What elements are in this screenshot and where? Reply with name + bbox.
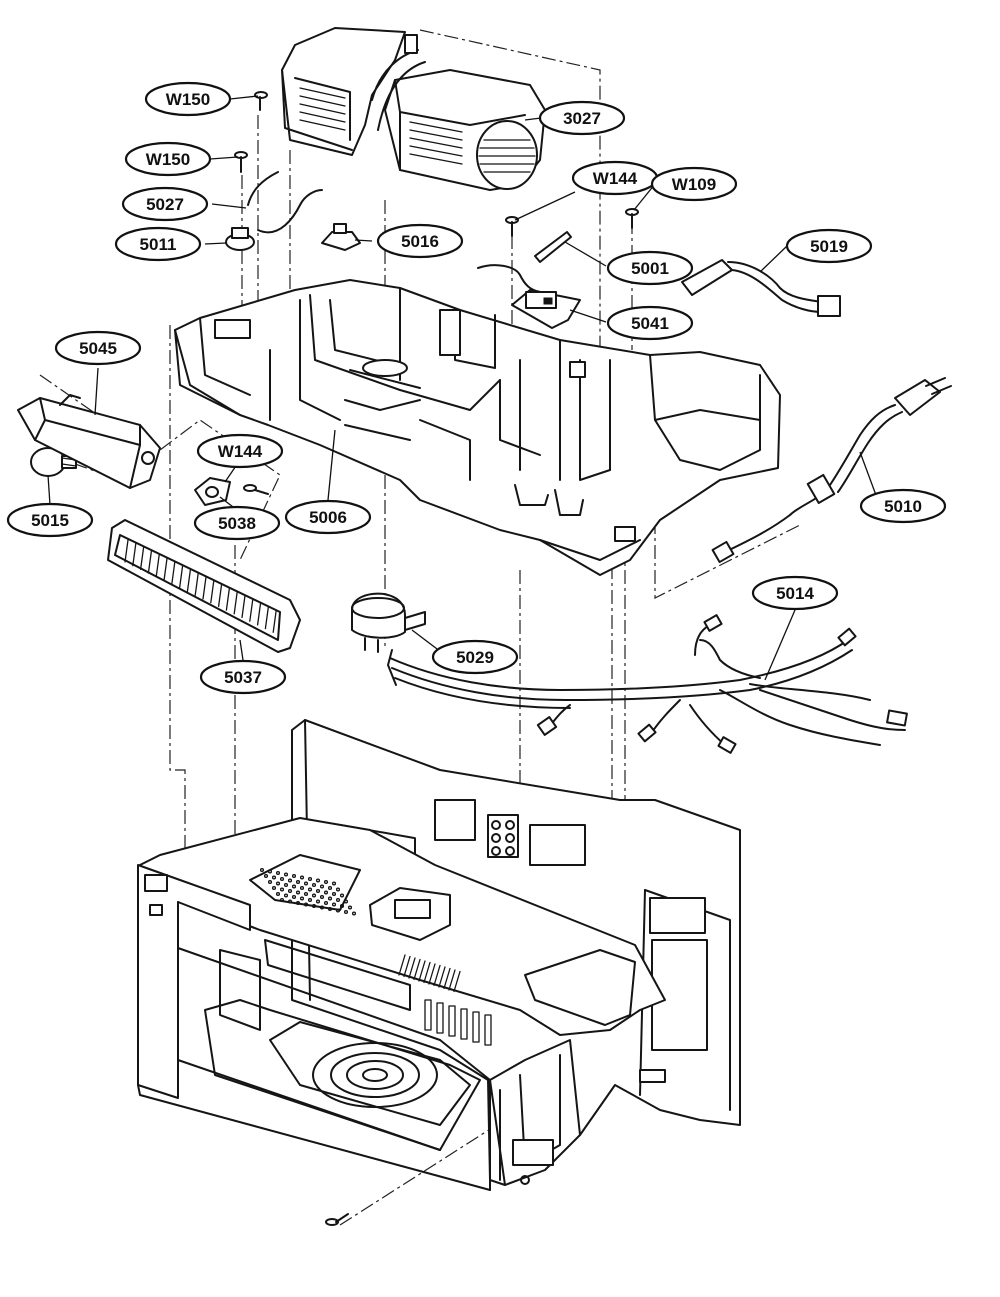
- part-callout-5038: 5038: [193, 505, 281, 541]
- callout-ellipse: [785, 228, 873, 264]
- connector-5019: [681, 259, 841, 317]
- callout-label: 5016: [401, 232, 439, 251]
- callout-ellipse: [859, 488, 947, 524]
- callout-label: 5019: [810, 237, 848, 256]
- callout-label: 5006: [309, 508, 347, 527]
- leader-lines: [47, 95, 881, 681]
- part-callout-w144a: W144: [571, 160, 659, 196]
- part-callout-5029: 5029: [431, 639, 519, 675]
- callout-label: 5015: [31, 511, 69, 530]
- callout-ellipse: [124, 141, 212, 177]
- small-components: [30, 171, 952, 653]
- callout-ellipse: [199, 659, 287, 695]
- callout-label: 5027: [146, 195, 184, 214]
- callout-ellipse: [606, 250, 694, 286]
- part-callout-5010: 5010: [859, 488, 947, 524]
- screw-bottom: [325, 1213, 349, 1226]
- part-callout-5001: 5001: [606, 250, 694, 286]
- callout-ellipse: [751, 575, 839, 611]
- callout-ellipse: [54, 330, 142, 366]
- lamp-socket-5038: [194, 477, 231, 506]
- screw-w144b: [243, 484, 269, 495]
- lamp-bulb-5015: [30, 447, 77, 477]
- callout-ellipse: [193, 505, 281, 541]
- callout-ellipse: [6, 502, 94, 538]
- screw-w109: [625, 208, 639, 229]
- part-callout-5016: 5016: [376, 223, 464, 259]
- base-plate-5006: [174, 279, 781, 576]
- part-callout-w150a: W150: [144, 81, 232, 117]
- callout-label: 3027: [563, 109, 601, 128]
- part-callout-w144b: W144: [196, 433, 284, 469]
- part-callout-5011: 5011: [114, 226, 202, 262]
- callout-label: 5038: [218, 514, 256, 533]
- callout-label: 5014: [776, 584, 814, 603]
- screws: [234, 91, 639, 1226]
- callout-label: 5041: [631, 314, 669, 333]
- screw-w150a: [254, 91, 268, 111]
- part-callout-5019: 5019: [785, 228, 873, 264]
- lamp-housing-5045: [17, 394, 161, 489]
- callout-ellipse: [538, 100, 626, 136]
- callout-label: 5001: [631, 259, 669, 278]
- callout-ellipse: [144, 81, 232, 117]
- callout-label: W144: [218, 442, 263, 461]
- power-cord-5010: [711, 377, 952, 564]
- part-callout-w150b: W150: [124, 141, 212, 177]
- wiring-harness-5014: [387, 614, 908, 754]
- callout-ellipse: [284, 499, 372, 535]
- callout-label: 5011: [140, 235, 177, 254]
- callout-ellipse: [376, 223, 464, 259]
- callout-label: W144: [593, 169, 638, 188]
- thermal-cutout-5011: [225, 227, 255, 251]
- callout-label: W150: [146, 150, 190, 169]
- louver-grille-5037: [107, 519, 301, 653]
- callout-label: 5029: [456, 648, 494, 667]
- callout-label: W150: [166, 90, 210, 109]
- callout-ellipse: [121, 186, 209, 222]
- callout-ellipse: [650, 166, 738, 202]
- screw-w150b: [234, 151, 248, 173]
- callout-label: W109: [672, 175, 716, 194]
- blower-fan-assembly: [281, 27, 546, 191]
- relay-board-5041: [477, 264, 581, 329]
- part-callout-5037: 5037: [199, 659, 287, 695]
- thermostat-5016: [321, 223, 361, 251]
- callout-ellipse: [431, 639, 519, 675]
- callout-ellipse: [196, 433, 284, 469]
- part-callout-5014: 5014: [751, 575, 839, 611]
- part-callout-3027: 3027: [538, 100, 626, 136]
- oven-chassis: [137, 719, 741, 1191]
- callout-label: 5010: [884, 497, 922, 516]
- callout-label: 5037: [224, 668, 262, 687]
- callout-ellipse: [114, 226, 202, 262]
- part-callout-5015: 5015: [6, 502, 94, 538]
- part-callout-5045: 5045: [54, 330, 142, 366]
- part-callout-5006: 5006: [284, 499, 372, 535]
- callout-label: 5045: [79, 339, 117, 358]
- callout-ellipse: [606, 305, 694, 341]
- screw-w144a: [505, 216, 519, 237]
- fuse-5001: [534, 231, 572, 263]
- part-callout-5041: 5041: [606, 305, 694, 341]
- part-callout-5027: 5027: [121, 186, 209, 222]
- motor-5029: [351, 592, 426, 653]
- control-knob-cluster: [487, 814, 519, 858]
- part-callout-w109: W109: [650, 166, 738, 202]
